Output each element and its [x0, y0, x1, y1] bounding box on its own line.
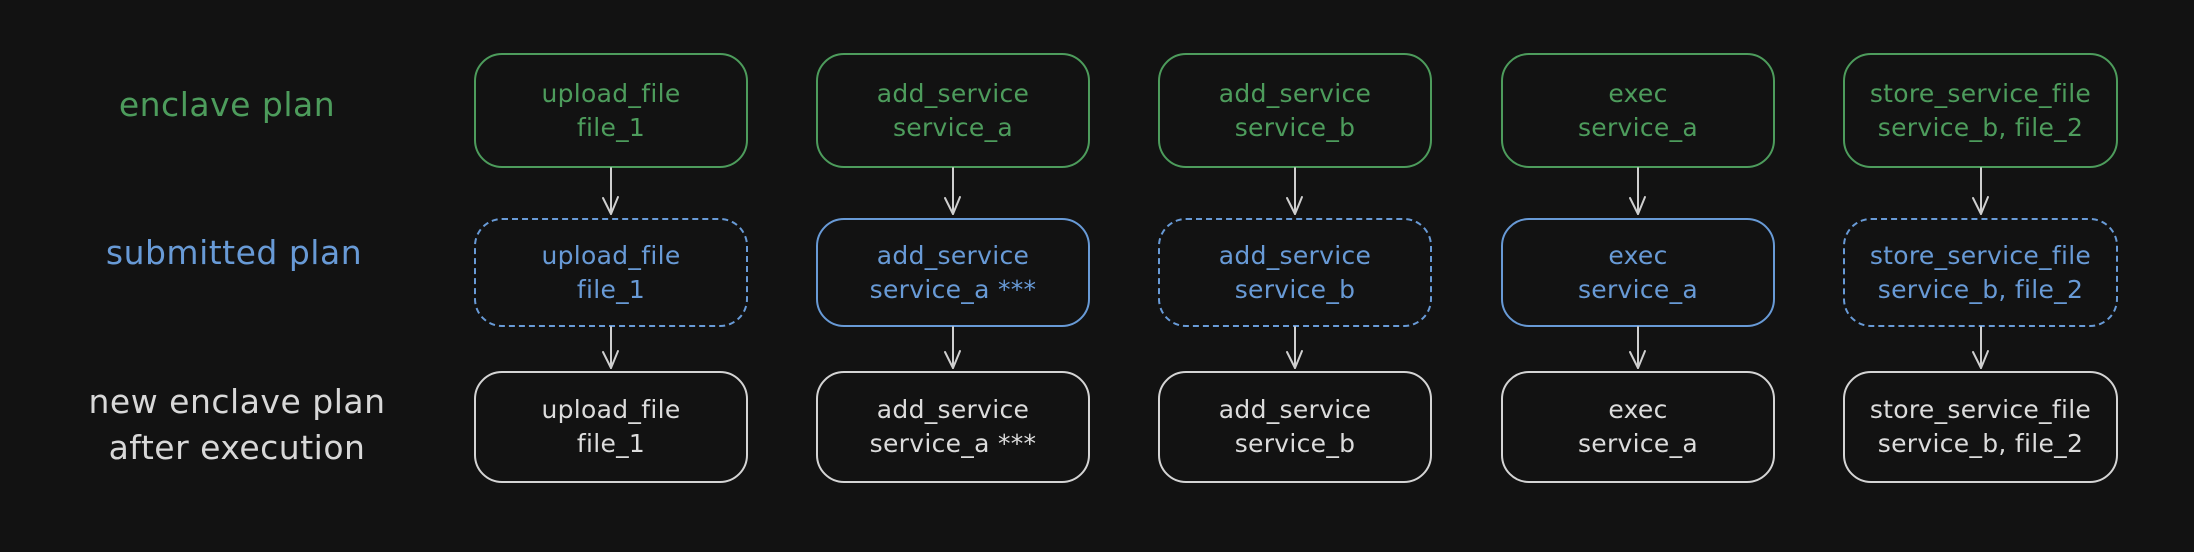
box-text-line: service_b	[1234, 429, 1356, 458]
executed-plan-box: add_service service_b	[1158, 371, 1432, 483]
box-text-line: service_a	[892, 112, 1014, 142]
executed-plan-box: add_service service_a ***	[816, 371, 1090, 483]
box-text-line: store_service_file	[1869, 240, 2092, 270]
box-text-line: file_1	[576, 274, 646, 304]
box-text-line: add_service	[876, 78, 1030, 108]
box-text-line: upload_file	[541, 395, 681, 424]
enclave-plan-box: add_service service_a	[816, 53, 1090, 168]
box-text-line: file_1	[576, 112, 646, 142]
box-text-line: upload_file	[541, 78, 681, 108]
box-text-line: service_a	[1577, 112, 1699, 142]
submitted-plan-box: add_service service_b	[1158, 218, 1432, 327]
box-text-line: service_b, file_2	[1877, 429, 2084, 458]
arrow-down-icon	[1286, 167, 1303, 215]
plan-column-upload-file: upload_file file_1 upload_file file_1 up…	[474, 0, 748, 552]
plan-column-exec: exec service_a exec service_a exec servi…	[1501, 0, 1775, 552]
enclave-plan-box: upload_file file_1	[474, 53, 748, 168]
executed-plan-box: upload_file file_1	[474, 371, 748, 483]
enclave-plan-box: exec service_a	[1501, 53, 1775, 168]
box-text-line: add_service	[876, 395, 1030, 424]
box-text-line: exec	[1608, 240, 1668, 270]
plan-column-store-service-file: store_service_file service_b, file_2 sto…	[1843, 0, 2118, 552]
box-text-line: upload_file	[541, 240, 681, 270]
box-text-line: add_service	[1218, 395, 1372, 424]
box-text-line: file_1	[576, 429, 646, 458]
box-text-line: service_b, file_2	[1877, 274, 2084, 304]
arrow-down-icon	[1971, 326, 1989, 369]
box-text-line: add_service	[1218, 78, 1372, 108]
box-text-line: exec	[1608, 395, 1668, 424]
box-text-line: service_a ***	[869, 429, 1037, 458]
plan-column-add-service-b: add_service service_b add_service servic…	[1158, 0, 1432, 552]
row-label-new-enclave-plan: new enclave plan after execution	[88, 379, 385, 471]
box-text-line: add_service	[876, 240, 1030, 270]
submitted-plan-box: store_service_file service_b, file_2	[1843, 218, 2118, 327]
box-text-line: service_b, file_2	[1877, 112, 2084, 142]
box-text-line: store_service_file	[1869, 78, 2092, 108]
submitted-plan-box: add_service service_a ***	[816, 218, 1090, 327]
enclave-plan-box: add_service service_b	[1158, 53, 1432, 168]
row-label-enclave-plan: enclave plan	[118, 85, 336, 124]
arrow-down-icon	[602, 326, 619, 369]
box-text-line: service_a	[1577, 274, 1699, 304]
enclave-plan-box: store_service_file service_b, file_2	[1843, 53, 2118, 168]
arrow-down-icon	[602, 167, 619, 215]
executed-plan-box: exec service_a	[1501, 371, 1775, 483]
row-label-submitted-plan: submitted plan	[105, 233, 363, 272]
row-label-line: new enclave plan	[88, 382, 386, 421]
box-text-line: service_b	[1234, 112, 1356, 142]
box-text-line: service_b	[1234, 274, 1356, 304]
row-label-line: after execution	[108, 428, 366, 467]
submitted-plan-box: upload_file file_1	[474, 218, 748, 327]
box-text-line: service_a ***	[869, 274, 1037, 304]
submitted-plan-box: exec service_a	[1501, 218, 1775, 327]
arrow-down-icon	[1971, 167, 1989, 215]
arrow-down-icon	[1629, 326, 1646, 369]
box-text-line: exec	[1608, 78, 1668, 108]
arrow-down-icon	[944, 167, 961, 215]
plan-column-add-service-a: add_service service_a add_service servic…	[816, 0, 1090, 552]
arrow-down-icon	[1286, 326, 1303, 369]
arrow-down-icon	[1629, 167, 1646, 215]
box-text-line: service_a	[1577, 429, 1699, 458]
arrow-down-icon	[944, 326, 961, 369]
executed-plan-box: store_service_file service_b, file_2	[1843, 371, 2118, 483]
box-text-line: store_service_file	[1869, 395, 2092, 424]
box-text-line: add_service	[1218, 240, 1372, 270]
